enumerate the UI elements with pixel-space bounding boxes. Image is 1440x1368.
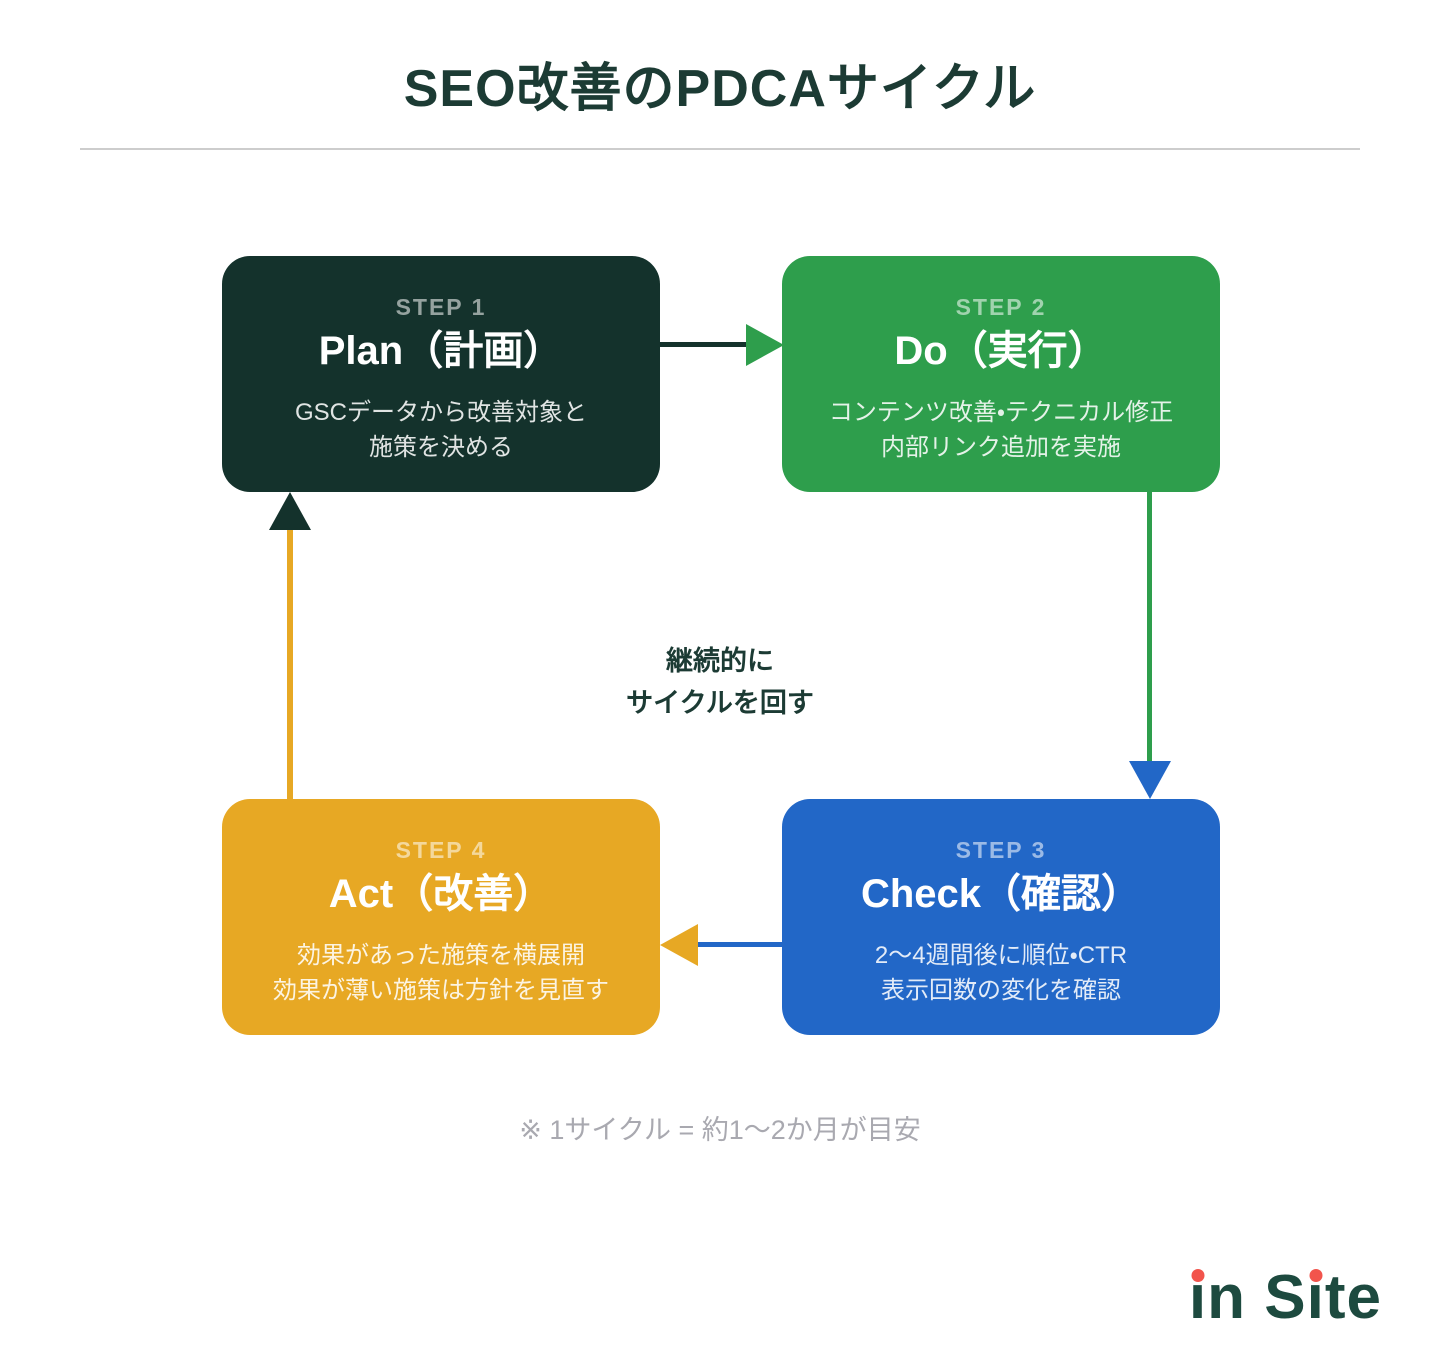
step-desc-line: 内部リンク追加を実施 (880, 433, 1121, 461)
step-description: GSCデータから改善対象と 施策を決める (295, 395, 587, 465)
arrow-head-left-icon (660, 924, 698, 966)
step-desc-line: 2〜4週間後に順位・CTR (874, 941, 1128, 969)
step-desc-line: 表示回数の変化を確認 (881, 976, 1121, 1004)
page-title: SEO改善のPDCAサイクル (403, 60, 1037, 118)
step-label: STEP 4 (395, 836, 487, 863)
step-label: STEP 2 (955, 293, 1047, 320)
logo: ın Sıte (1188, 1263, 1382, 1332)
step-label: STEP 3 (955, 836, 1047, 863)
arrow-shaft (1147, 492, 1152, 762)
arrow-shaft (287, 529, 293, 799)
step-desc-line: コンテンツ改善・テクニカル修正 (828, 398, 1174, 426)
step-box-plan: STEP 1 Plan（計画） GSCデータから改善対象と 施策を決める (222, 256, 660, 492)
logo-i-red-dot: ı (1188, 1263, 1208, 1332)
arrow-head-up-icon (269, 492, 311, 530)
footnote: ※ 1サイクル = 約1〜2か月が目安 (519, 1115, 921, 1145)
step-desc-line: 施策を決める (368, 433, 513, 461)
step-desc-line: 効果があった施策を横展開 (297, 941, 585, 969)
title-divider (80, 148, 1360, 150)
step-title: Act（改善） (328, 871, 554, 916)
step-desc-line: 効果が薄い施策は方針を見直す (273, 976, 609, 1004)
arrow-head-down-icon (1129, 761, 1171, 799)
step-desc-line: GSCデータから改善対象と (294, 398, 587, 426)
arrow-head-right-icon (746, 324, 784, 366)
step-description: コンテンツ改善・テクニカル修正 内部リンク追加を実施 (829, 395, 1173, 465)
step-description: 効果があった施策を横展開 効果が薄い施策は方針を見直す (273, 938, 609, 1008)
step-title: Check（確認） (860, 871, 1142, 916)
step-description: 2〜4週間後に順位・CTR 表示回数の変化を確認 (875, 938, 1127, 1008)
logo-i-red-dot: ı (1306, 1263, 1325, 1332)
cycle-note-line2: サイクルを回す (626, 688, 814, 718)
step-title: Do（実行） (894, 328, 1108, 373)
step-box-do: STEP 2 Do（実行） コンテンツ改善・テクニカル修正 内部リンク追加を実施 (782, 256, 1220, 492)
arrow-shaft (698, 942, 782, 947)
step-label: STEP 1 (395, 293, 487, 320)
step-title: Plan（計画） (318, 328, 564, 373)
cycle-note: 継続的に サイクルを回す (0, 640, 1440, 724)
arrow-shaft (660, 342, 748, 347)
cycle-note-line1: 継続的に (666, 646, 774, 676)
step-box-act: STEP 4 Act（改善） 効果があった施策を横展開 効果が薄い施策は方針を見… (222, 799, 660, 1035)
step-box-check: STEP 3 Check（確認） 2〜4週間後に順位・CTR 表示回数の変化を確… (782, 799, 1220, 1035)
